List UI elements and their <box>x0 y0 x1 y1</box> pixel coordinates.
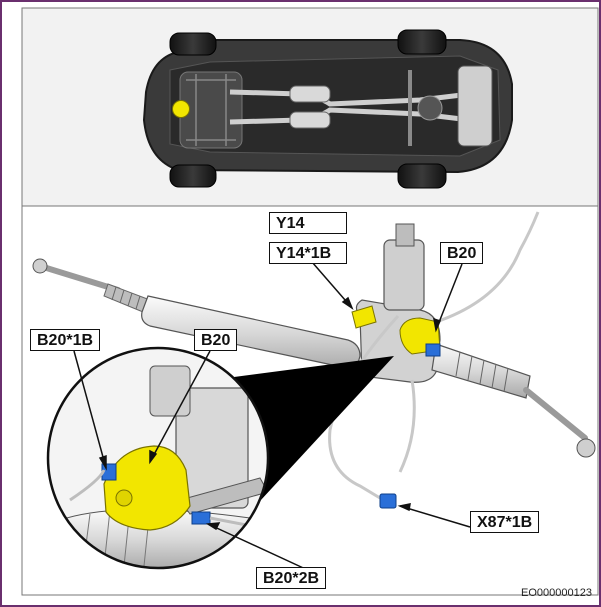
label-b20-1b: B20*1B <box>30 329 101 351</box>
leader-lines <box>73 261 471 573</box>
label-b20-motor: B20 <box>440 242 484 264</box>
sensor-y14 <box>351 305 377 329</box>
label-b20-2b: B20*2B <box>256 567 327 589</box>
label-y14-1b: Y14*1B <box>269 242 347 264</box>
connector-b20-2b <box>425 343 441 357</box>
label-b20-inset: B20 <box>194 329 238 351</box>
document-code: EO000000123 <box>521 587 592 599</box>
inset-detail <box>46 346 270 570</box>
component-location-marker <box>172 100 190 118</box>
label-x87-1b: X87*1B <box>470 511 540 533</box>
vehicle-underside <box>142 29 513 189</box>
label-y14: Y14 <box>269 212 347 234</box>
connector-x87-1b <box>379 493 397 509</box>
